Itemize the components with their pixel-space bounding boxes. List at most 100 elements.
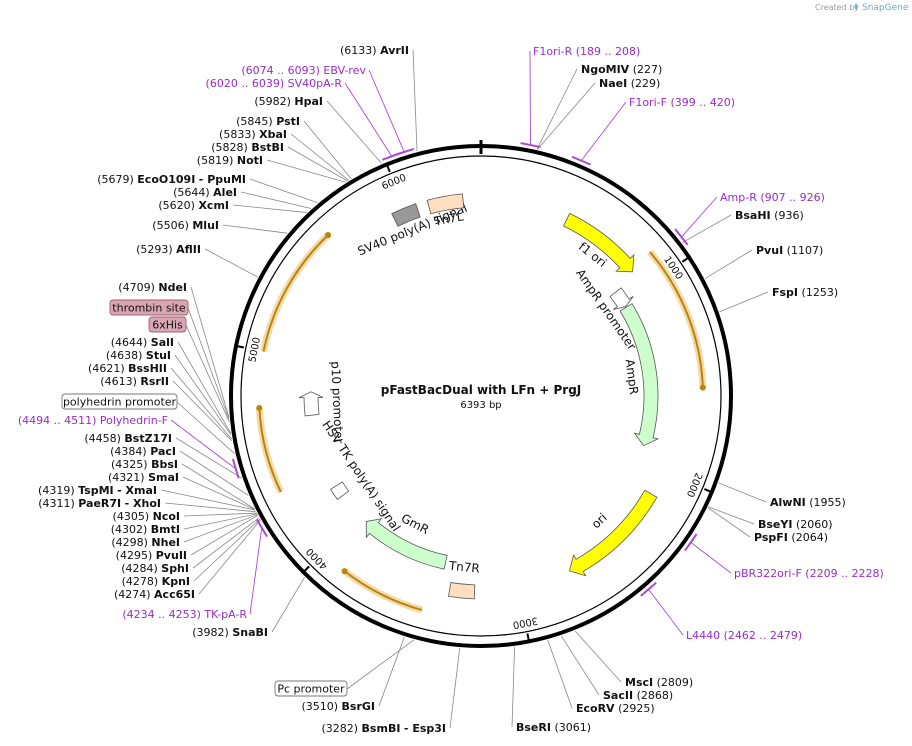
leader-line xyxy=(182,476,256,510)
leader-line xyxy=(160,489,256,511)
leader-line xyxy=(164,502,257,513)
primer-leader xyxy=(170,419,236,470)
enzyme-site-label: (4295) PvuII xyxy=(116,549,187,562)
tick-mark xyxy=(233,344,245,349)
feature-arrow xyxy=(426,193,465,215)
enzyme-site-label: (3982) SnaBI xyxy=(192,626,268,639)
enzyme-site-label: (4302) BmtI xyxy=(111,523,180,536)
orange-arc-halo xyxy=(342,568,423,614)
leader-line xyxy=(176,401,235,455)
leader-line xyxy=(222,224,288,234)
primer-label: Amp-R (907 .. 926) xyxy=(720,191,825,204)
leader-line xyxy=(249,178,318,204)
boxed-feature-text: 6xHis xyxy=(152,319,183,332)
primer-label: (4494 .. 4511) Polyhedrin-F xyxy=(18,414,168,427)
enzyme-site-label: FspI (1253) xyxy=(772,286,838,299)
primer-leader xyxy=(581,101,627,161)
credit-text: Created by xyxy=(815,3,859,12)
tick-mark xyxy=(301,565,310,575)
primer-mark xyxy=(674,228,689,246)
snapgene-logo-icon xyxy=(854,3,858,10)
primer-mark xyxy=(684,533,698,552)
enzyme-site-label: (4278) KpnI xyxy=(122,575,190,588)
leader-line xyxy=(574,630,622,683)
enzyme-site-label: NgoMIV (227) xyxy=(581,63,662,76)
enzyme-site-label: (4321) SmaI xyxy=(108,471,179,484)
boxed-feature-text: Pc promoter xyxy=(277,683,345,696)
leader-line xyxy=(179,450,249,496)
leader-line xyxy=(718,482,767,503)
primer-label: (6074 .. 6093) EBV-rev xyxy=(241,64,366,77)
leader-line xyxy=(190,286,230,418)
orange-arc xyxy=(262,234,329,352)
enzyme-site-label: (5982) HpaI xyxy=(254,95,323,108)
primer-leader xyxy=(648,589,684,636)
primer-label: F1ori-R (189 .. 208) xyxy=(533,45,640,58)
tick-label: 3000 xyxy=(512,614,539,630)
enzyme-site-label: PvuI (1107) xyxy=(756,244,823,257)
feature-label: AmpR xyxy=(623,358,641,395)
orange-arc xyxy=(343,570,423,611)
enzyme-site-label: (4613) RsrII xyxy=(100,375,169,388)
feature-arrow xyxy=(365,518,448,570)
enzyme-site-label: (5293) AflII xyxy=(136,243,201,256)
leader-line xyxy=(303,120,352,180)
leader-line xyxy=(560,635,600,696)
tick-label: 6000 xyxy=(380,173,408,193)
enzyme-site-label: (4284) SphI xyxy=(121,562,189,575)
enzyme-site-label: NaeI (229) xyxy=(599,77,660,90)
primer-label: L4440 (2462 .. 2479) xyxy=(686,629,802,642)
tick-mark xyxy=(385,162,391,173)
enzyme-site-label: (3282) BsmBI - Esp3I xyxy=(321,722,446,735)
enzyme-site-label: (4638) StuI xyxy=(106,349,171,362)
leader-line xyxy=(346,639,415,690)
enzyme-site-label: (5819) NotI xyxy=(197,154,263,167)
leader-line xyxy=(326,100,382,164)
orange-arc-head xyxy=(325,232,332,239)
leader-line xyxy=(707,507,751,538)
boxed-feature-label xyxy=(274,680,348,697)
credit-brand: SnapGene xyxy=(862,3,909,13)
enzyme-site-label: (4384) PacI xyxy=(110,445,176,458)
primer-mark xyxy=(571,155,591,166)
enzyme-site-label: (5845) PstI xyxy=(236,115,300,128)
leader-line xyxy=(290,133,349,181)
plasmid-name: pFastBacDual with LFn + PrgJ xyxy=(381,383,582,397)
feature-label: p10 promoter xyxy=(328,361,346,444)
enzyme-site-label: (4274) Acc65I xyxy=(114,588,195,601)
feature-arrow xyxy=(391,203,421,227)
feature-arrow xyxy=(448,582,476,600)
enzyme-site-label: (5644) AleI xyxy=(173,186,237,199)
feature-label: ori xyxy=(589,510,610,531)
plasmid-length: 6393 bp xyxy=(460,400,501,411)
enzyme-site-label: (3510) BsrGI xyxy=(301,700,375,713)
tick-mark xyxy=(526,633,531,644)
leader-line xyxy=(511,646,515,728)
tick-label: 5000 xyxy=(247,336,263,363)
enzyme-site-label: (4709) NdeI xyxy=(118,281,187,294)
enzyme-site-label: (4305) NcoI xyxy=(113,510,180,523)
backbone-inner-ring xyxy=(240,155,722,637)
tick-label: 2000 xyxy=(684,471,704,499)
leader-line xyxy=(193,518,261,582)
leader-line xyxy=(190,514,259,556)
orange-arcs xyxy=(255,232,707,614)
enzyme-site-label: AlwNI (1955) xyxy=(770,496,846,509)
leader-line xyxy=(412,49,418,152)
leader-line xyxy=(204,248,258,278)
primer-mark xyxy=(255,518,268,538)
enzyme-site-label: (5506) MluI xyxy=(152,219,219,232)
enzyme-site-label: (4644) SalI xyxy=(111,336,174,349)
leader-line xyxy=(536,68,578,150)
enzyme-site-label: EcoRV (2925) xyxy=(576,702,655,715)
feature-arrow xyxy=(609,287,634,310)
enzyme-site-label: BsaHI (936) xyxy=(735,209,804,222)
leader-line xyxy=(192,517,260,569)
primer-mark xyxy=(520,142,541,148)
enzyme-site-label: MscI (2809) xyxy=(625,676,693,689)
leader-line xyxy=(449,648,461,729)
enzyme-site-label: (4458) BstZ17I xyxy=(84,432,172,445)
primer-leader xyxy=(529,50,531,145)
leader-line xyxy=(708,506,755,525)
leader-line xyxy=(175,437,242,479)
